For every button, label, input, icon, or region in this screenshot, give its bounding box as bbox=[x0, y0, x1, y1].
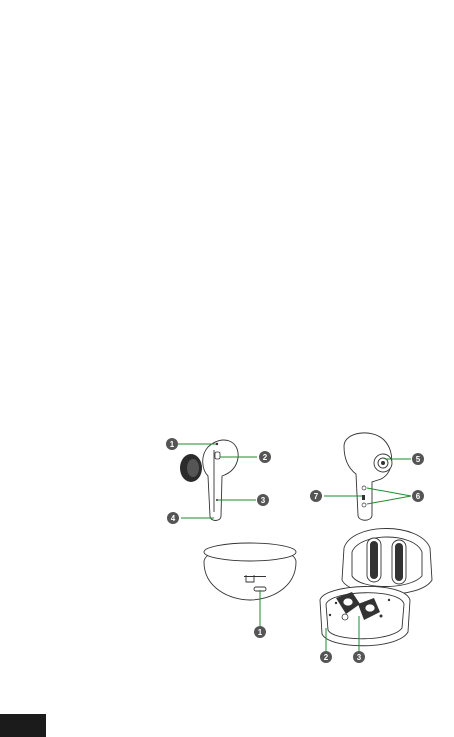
callout-7-earbud-back: 7 bbox=[310, 490, 322, 502]
callout-3-case: 3 bbox=[353, 651, 365, 663]
svg-text:1: 1 bbox=[258, 628, 263, 637]
callout-3-earbud: 3 bbox=[257, 494, 269, 506]
svg-text:3: 3 bbox=[357, 653, 362, 662]
callout-6-earbud-back: 6 bbox=[412, 490, 424, 502]
callout-5-earbud-back: 5 bbox=[412, 453, 424, 465]
svg-text:5: 5 bbox=[416, 455, 421, 464]
svg-text:1: 1 bbox=[170, 440, 175, 449]
svg-text:6: 6 bbox=[416, 492, 421, 501]
callout-2-earbud: 2 bbox=[259, 451, 271, 463]
earbud-front-illustration bbox=[180, 440, 238, 520]
svg-text:2: 2 bbox=[263, 453, 268, 462]
callout-1-case: 1 bbox=[254, 626, 266, 638]
svg-text:2: 2 bbox=[324, 653, 329, 662]
svg-text:3: 3 bbox=[261, 496, 266, 505]
svg-text:4: 4 bbox=[171, 514, 176, 523]
svg-text:7: 7 bbox=[314, 492, 319, 501]
callout-4-earbud: 4 bbox=[167, 512, 179, 524]
case-open-illustration bbox=[320, 529, 432, 646]
callout-2-case: 2 bbox=[320, 651, 332, 663]
page-tab bbox=[0, 714, 46, 737]
callout-1-earbud: 1 bbox=[166, 438, 178, 450]
case-back-illustration bbox=[204, 543, 296, 600]
earbud-back-illustration bbox=[344, 433, 392, 520]
